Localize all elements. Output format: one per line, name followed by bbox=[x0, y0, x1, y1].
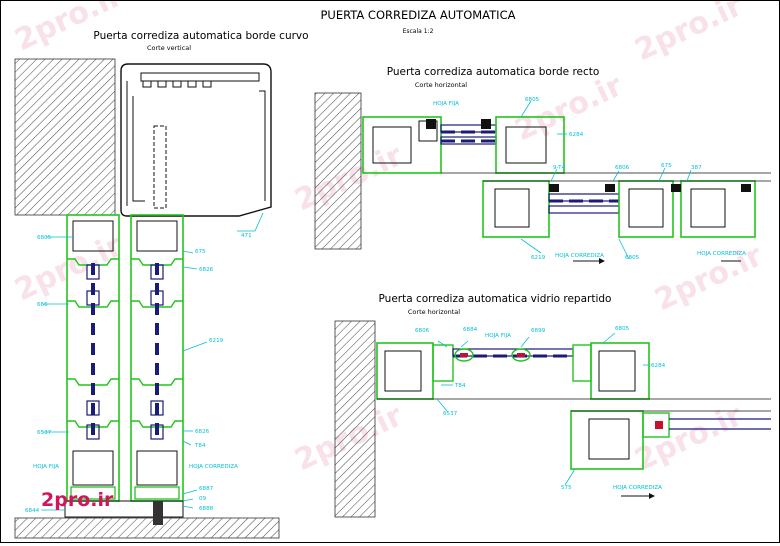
profile-chamber bbox=[72, 450, 114, 486]
wall-hatch bbox=[14, 58, 116, 216]
label-t84: T84 bbox=[194, 443, 206, 449]
fixed-leaf-frame bbox=[362, 116, 442, 174]
housing-side-profile bbox=[259, 90, 266, 201]
label-6888: 6888 bbox=[199, 506, 214, 512]
logo: 2pro.ir bbox=[41, 489, 114, 511]
fixed-leaf-inner bbox=[505, 126, 547, 164]
label-675: 675 bbox=[661, 163, 672, 169]
brush-seals bbox=[426, 119, 751, 192]
glass-joint-core bbox=[655, 421, 663, 429]
housing-inner-profile bbox=[126, 81, 145, 206]
watermark-text: 2pro.ir bbox=[630, 1, 749, 68]
logo-text: 2pro.ir bbox=[41, 489, 114, 511]
rail-teeth bbox=[142, 81, 212, 88]
label-6844: 6844 bbox=[25, 508, 40, 514]
label-6826: 6826 bbox=[199, 267, 214, 273]
sliding-leaf-frame bbox=[570, 410, 644, 470]
hanger bbox=[153, 125, 167, 209]
leaf-columns bbox=[66, 214, 184, 502]
label-6805: 6805 bbox=[525, 97, 540, 103]
part-labels: 6805 675 6826 666 6219 6537 6826 T84 HOJ… bbox=[25, 97, 746, 514]
section-repartido-drawing bbox=[334, 320, 771, 518]
section-repartido-subtitle: Corte horizontal bbox=[408, 308, 460, 316]
label-6537: 6537 bbox=[443, 411, 458, 417]
wall-hatch bbox=[334, 320, 376, 518]
floor-guide-pin bbox=[153, 501, 163, 525]
label-9-t4: 9-T4 bbox=[553, 165, 565, 171]
operator-rail bbox=[140, 72, 260, 82]
label-6887: 6887 bbox=[199, 486, 214, 492]
label-6884: 6884 bbox=[463, 327, 478, 333]
label-09: 09 bbox=[199, 496, 207, 502]
drawing-scale: Escala 1:2 bbox=[403, 28, 434, 35]
label-6806: 6806 bbox=[415, 328, 430, 334]
opening-arrow bbox=[649, 493, 655, 499]
glass-joint-core bbox=[460, 353, 525, 357]
section-recto-subtitle: Corte horizontal bbox=[415, 81, 467, 89]
label-hoja-corrediza: HOJA CORREDIZA bbox=[613, 485, 662, 491]
wall-hatch bbox=[314, 92, 362, 250]
fixed-leaf-inner bbox=[598, 350, 636, 392]
label-hoja-fija: HOJA FIJA bbox=[433, 101, 459, 107]
sliding-leaf-edge bbox=[642, 412, 670, 438]
label-t84: T84 bbox=[454, 383, 466, 389]
label-6219: 6219 bbox=[209, 338, 224, 344]
label-6537: 6537 bbox=[37, 430, 52, 436]
label-6284: 6284 bbox=[651, 363, 666, 369]
mullion bbox=[432, 344, 454, 382]
section-recto-drawing bbox=[314, 92, 771, 264]
sliding-leaf-inner bbox=[588, 418, 630, 460]
watermark-text: 2pro.ir bbox=[10, 228, 129, 308]
label-hoja-fija: HOJA FIJA bbox=[33, 464, 59, 470]
sliding-leaf-inner bbox=[494, 188, 530, 228]
label-hoja-corrediza: HOJA CORREDIZA bbox=[697, 251, 746, 257]
section-repartido-title: Puerta corrediza automatica vidrio repar… bbox=[379, 293, 612, 305]
label-675: 675 bbox=[195, 249, 206, 255]
glass-strip bbox=[548, 193, 620, 214]
label-666: 666 bbox=[37, 302, 48, 308]
label-6805: 6805 bbox=[615, 326, 630, 332]
sliding-leaf-inner bbox=[690, 188, 726, 228]
fixed-leaf-inner bbox=[372, 126, 412, 164]
leader-lines bbox=[41, 100, 692, 511]
mullion bbox=[572, 344, 592, 382]
operator-housing bbox=[120, 63, 272, 217]
label-387: 387 bbox=[691, 165, 702, 171]
label-6806: 6806 bbox=[615, 165, 630, 171]
fixed-leaf-inner bbox=[384, 350, 422, 392]
profile-chamber bbox=[136, 450, 178, 486]
profile-chamber bbox=[136, 220, 178, 252]
bottom-guide bbox=[64, 500, 184, 518]
section-curvo-subtitle: Corte vertical bbox=[147, 44, 191, 52]
label-6219: 6219 bbox=[531, 255, 546, 261]
profile-chamber bbox=[72, 220, 114, 252]
label-hoja-corrediza: HOJA CORREDIZA bbox=[555, 253, 604, 259]
label-6284: 6284 bbox=[569, 132, 584, 138]
section-curvo-drawing bbox=[14, 58, 280, 539]
label-6899: 6899 bbox=[531, 328, 546, 334]
bottom-profile bbox=[134, 486, 180, 500]
glass-joint bbox=[454, 348, 531, 362]
watermark-text: 2pro.ir bbox=[630, 398, 749, 478]
label-6805b: 6805 bbox=[625, 255, 640, 261]
sliding-leaf-inner bbox=[628, 188, 664, 228]
label-6805: 6805 bbox=[37, 235, 52, 241]
label-hoja-fija: HOJA FIJA bbox=[485, 333, 511, 339]
label-471: 471 bbox=[241, 233, 252, 239]
leaf-profile bbox=[130, 214, 184, 502]
section-curvo-title: Puerta corrediza automatica borde curvo bbox=[93, 30, 308, 42]
label-hoja-corrediza: HOJA CORREDIZA bbox=[189, 464, 238, 470]
opening-arrow bbox=[599, 258, 605, 264]
label-6826b: 6826 bbox=[195, 429, 210, 435]
label-575: 575 bbox=[561, 485, 572, 491]
bottom-profile bbox=[70, 486, 116, 500]
floor-hatch bbox=[14, 517, 280, 539]
section-recto-title: Puerta corrediza automatica borde recto bbox=[387, 66, 600, 78]
drawing-title: PUERTA CORREDIZA AUTOMATICA bbox=[321, 8, 516, 22]
